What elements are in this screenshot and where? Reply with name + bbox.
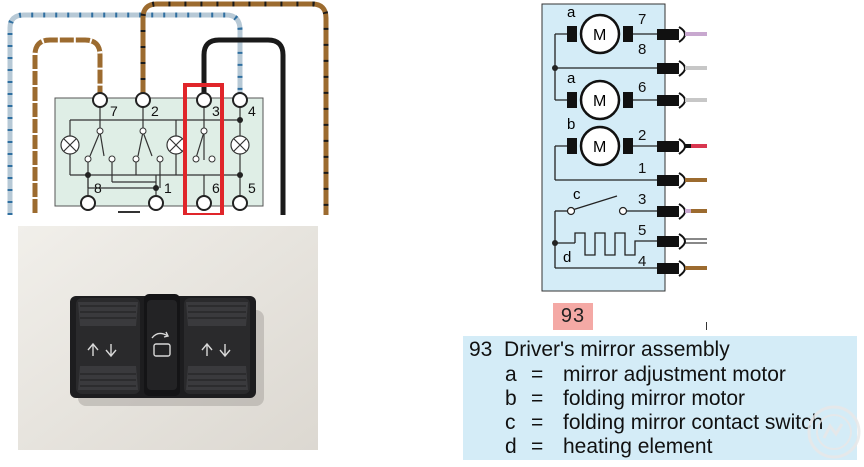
terminal-label: 8 <box>94 180 102 196</box>
wire-blue-white <box>7 12 243 215</box>
terminal-label: 4 <box>248 103 256 119</box>
connector-plug-icon <box>657 60 707 77</box>
pin-label: 4 <box>638 253 646 270</box>
legend-item: b=folding mirror motor <box>505 387 746 410</box>
pin-label: 2 <box>638 127 646 144</box>
switch-contacts <box>84 127 216 163</box>
connector-plug-icon <box>657 233 707 250</box>
component-label: d <box>563 249 571 266</box>
terminal-label: 7 <box>110 103 118 119</box>
motor-b: M b <box>567 116 633 167</box>
junction-dots <box>85 117 243 191</box>
component-label: b <box>567 116 575 133</box>
divider-tick <box>706 322 707 330</box>
legend-item: a=mirror adjustment motor <box>505 363 786 386</box>
junction-dots <box>552 65 558 246</box>
wire-brown-outer <box>140 1 329 215</box>
switch-body <box>54 97 264 207</box>
switch-wiring-diagram: 7 2 3 4 8 1 6 5 <box>7 1 329 215</box>
terminal-label: 3 <box>212 103 220 119</box>
connector-plug-icon <box>657 92 707 109</box>
switch-photo <box>18 226 318 450</box>
legend-item: c=folding mirror contact switch <box>505 411 824 434</box>
mirror-assembly-diagram: M a M a M b c d 7 8 6 2 1 3 5 4 <box>541 3 707 292</box>
pin-label: 1 <box>638 160 646 177</box>
legend-number: 93 <box>469 338 493 361</box>
mirror-fold-icon <box>151 331 171 357</box>
up-down-arrows-icon <box>201 342 231 358</box>
terminal-label: 6 <box>212 180 220 196</box>
motor-a2: M a <box>567 70 633 121</box>
right-rocker-switch <box>184 298 250 394</box>
legend-item: d=heating element <box>505 435 713 458</box>
indicator-lamp-icon <box>60 135 80 155</box>
indicator-lamp-icon <box>166 135 186 155</box>
part-number-tag: 93 <box>553 303 593 330</box>
wire-black <box>201 37 286 215</box>
connector-plug-icon <box>657 260 707 277</box>
pin-label: 5 <box>638 222 646 239</box>
motor-symbol: M <box>593 139 606 156</box>
center-fold-button <box>144 294 180 396</box>
terminal-label: 1 <box>164 180 172 196</box>
left-rocker-switch <box>76 298 140 394</box>
legend-title: 93 Driver's mirror assembly <box>469 338 730 362</box>
component-label: a <box>567 70 576 87</box>
pin-label: 8 <box>638 41 646 58</box>
pin-label: 6 <box>638 79 646 96</box>
motor-a1: M a <box>567 4 633 55</box>
switch-contacts <box>566 206 628 216</box>
connector-plug-icon <box>657 172 707 189</box>
wire-brown-left <box>32 37 103 215</box>
connector-plug-icon <box>657 138 707 155</box>
terminal-label: 5 <box>248 180 256 196</box>
pin-label: 7 <box>638 11 646 28</box>
up-down-arrows-icon <box>87 342 117 358</box>
watermark-logo-icon <box>807 405 861 459</box>
indicator-lamp-icon <box>230 135 250 155</box>
pin-label: 3 <box>638 191 646 208</box>
terminal-label: 2 <box>151 103 159 119</box>
component-label: a <box>567 4 576 21</box>
motor-symbol: M <box>593 93 606 110</box>
component-label: c <box>573 186 581 203</box>
highlight-box <box>183 83 224 215</box>
legend-box: 93 Driver's mirror assembly a=mirror adj… <box>463 336 857 460</box>
connector-plug-icon <box>657 26 707 43</box>
legend-heading: Driver's mirror assembly <box>504 338 730 361</box>
switch-terminals <box>80 92 248 211</box>
connector-plug-icon <box>657 203 707 220</box>
motor-symbol: M <box>593 27 606 44</box>
